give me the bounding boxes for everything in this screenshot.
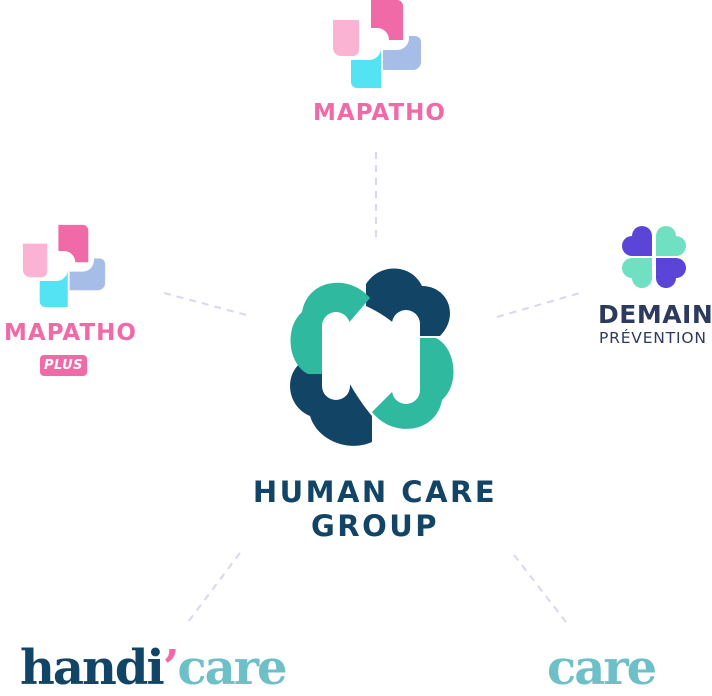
handicare-apostrophe: ’: [162, 640, 180, 696]
demain-subtitle: PRÉVENTION: [599, 329, 707, 347]
mapatho-top-name: MAPATHO: [313, 100, 446, 126]
handicare-part2: care: [177, 640, 287, 696]
connector-bottom-left: [187, 552, 241, 623]
human-care-group-title: HUMAN CARE GROUP: [230, 475, 520, 543]
mapatho-cross-icon: [333, 0, 421, 88]
care-logo: care: [547, 640, 657, 696]
center-title-line-1: HUMAN CARE: [252, 475, 498, 509]
mapatho-plus-logo: [21, 224, 107, 308]
connector-left: [163, 292, 251, 317]
handicare-logo: handi’care: [20, 640, 288, 696]
mapatho-cross-icon: [22, 224, 106, 308]
demain-title: DEMAIN: [598, 300, 712, 329]
center-title-line-2: GROUP: [310, 509, 440, 543]
connector-right: [496, 292, 581, 318]
handicare-part1: handi: [20, 640, 165, 696]
heart-clover-h-icon: [290, 268, 454, 446]
plus-badge: PLUS: [40, 355, 87, 376]
mapatho-plus-name: MAPATHO: [4, 320, 137, 346]
mapatho-top-logo: [331, 0, 423, 88]
human-care-group-logo: [288, 266, 456, 446]
connector-bottom-right: [513, 554, 567, 623]
demain-prevention-logo: [622, 226, 686, 288]
clover-hearts-icon: [622, 226, 686, 288]
